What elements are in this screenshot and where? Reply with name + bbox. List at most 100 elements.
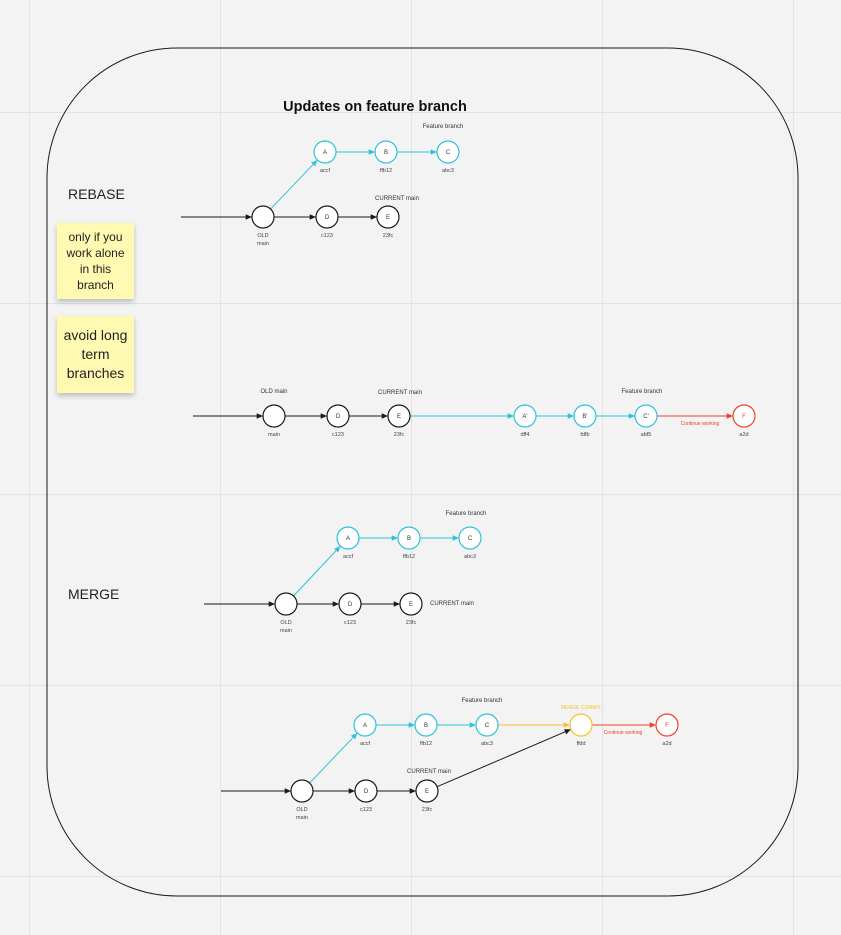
merge-before-commit-label: A xyxy=(346,536,350,542)
rebase-before-commit-node[interactable] xyxy=(251,205,275,229)
rebase-after-current-main-label: CURRENT main xyxy=(378,390,422,396)
rebase-before-commit-label: C xyxy=(446,150,451,156)
rebase-after-commit-label: D xyxy=(336,414,341,420)
merge-before-commit-label: C xyxy=(468,536,473,542)
merge-after-commit-hash: c123 xyxy=(360,807,372,813)
rebase-before-commit-hash: 23fc xyxy=(383,233,394,239)
rebase-before-commit-label: D xyxy=(325,215,330,221)
merge-after-commit-label: C xyxy=(485,723,490,729)
merge-after-commit-node[interactable] xyxy=(569,713,593,737)
rebase-before-commit-node[interactable] xyxy=(313,140,337,164)
rebase-before-feature-branch-label: Feature branch xyxy=(423,124,464,130)
merge-after-commit-hash: 23fc xyxy=(422,807,433,813)
rebase-after-old-main-label: OLD main xyxy=(260,389,287,395)
merge-before-commit-node[interactable] xyxy=(336,526,360,550)
rebase-after-commit-hash: a2d xyxy=(739,432,748,438)
sticky-note-work-alone-text: only if you work alone in this branch xyxy=(66,230,125,292)
rebase-after-commit-node[interactable] xyxy=(326,404,350,428)
merge-before-commit-node[interactable] xyxy=(274,592,298,616)
rebase-after-commit-label: E xyxy=(397,414,401,420)
rebase-after-commit-node[interactable] xyxy=(573,404,597,428)
rebase-before-commit-hash: c123 xyxy=(321,233,333,239)
rebase-after-commit-node[interactable] xyxy=(387,404,411,428)
merge-before-commit-hash: ffb12 xyxy=(403,554,415,560)
merge-after-edge-old-A xyxy=(309,732,358,784)
merge-before-commit-hash: c123 xyxy=(344,620,356,626)
rebase-before-commit-node[interactable] xyxy=(315,205,339,229)
rebase-after-commit-hash: fdfb xyxy=(580,432,589,438)
merge-before-commit-node[interactable] xyxy=(397,526,421,550)
rebase-before-commit-node[interactable] xyxy=(376,205,400,229)
merge-after-commit-hash: ffb12 xyxy=(420,741,432,747)
merge-after-commit-node[interactable] xyxy=(290,779,314,803)
merge-before-commit-hash: 23fc xyxy=(406,620,417,626)
merge-after-commit-hash: abc3 xyxy=(481,741,493,747)
merge-before-commit-hash: accf xyxy=(343,554,354,560)
merge-before-commit-hash: main xyxy=(280,628,292,634)
merge-after-commit-label: B xyxy=(424,723,428,729)
rebase-after-commit-node[interactable] xyxy=(634,404,658,428)
rebase-after-commit-label: C' xyxy=(643,414,648,420)
merge-after-graph: OLDmainAaccfBffb12Cabc3Dc123E23fcffddFa2… xyxy=(221,713,679,821)
rebase-before-edge-old-A xyxy=(270,159,318,210)
merge-after-continue-working-label: Continue working xyxy=(604,730,643,736)
merge-before-commit-node[interactable] xyxy=(458,526,482,550)
merge-before-commit-node[interactable] xyxy=(399,592,423,616)
merge-after-commit-label: D xyxy=(364,789,369,795)
rebase-after-feature-branch-label: Feature branch xyxy=(622,389,663,395)
rebase-before-commit-node[interactable] xyxy=(436,140,460,164)
merge-after-commit-label: E xyxy=(425,789,429,795)
rebase-before-commit-hash: ffb12 xyxy=(380,168,392,174)
rebase-before-commit-label: B xyxy=(384,150,388,156)
merge-before-commit-hash: abc3 xyxy=(464,554,476,560)
merge-before-commit-label: B xyxy=(407,536,411,542)
sticky-note-long-term-branches[interactable]: avoid long term branches xyxy=(57,316,134,393)
sticky-note-long-term-branches-text: avoid long term branches xyxy=(63,327,128,381)
merge-after-commit-node[interactable] xyxy=(415,779,439,803)
rebase-after-commit-hash: abf5 xyxy=(641,432,652,438)
rebase-after-commit-node[interactable] xyxy=(513,404,537,428)
rebase-before-commit-label: E xyxy=(386,215,390,221)
rebase-before-current-main-label: CURRENT main xyxy=(375,196,419,202)
sticky-note-work-alone[interactable]: only if you work alone in this branch xyxy=(57,223,134,299)
rebase-after-commit-hash: c123 xyxy=(332,432,344,438)
rebase-after-commit-label: F xyxy=(742,414,746,420)
merge-after-commit-node[interactable] xyxy=(655,713,679,737)
merge-before-feature-branch-label: Feature branch xyxy=(446,511,487,517)
rebase-after-commit-label: B' xyxy=(582,414,587,420)
merge-after-commit-node[interactable] xyxy=(354,779,378,803)
merge-after-commit-hash: a2d xyxy=(662,741,671,747)
rebase-after-commit-node[interactable] xyxy=(732,404,756,428)
rebase-before-commit-hash: OLD xyxy=(257,233,268,239)
rebase-before-commit-hash: abc3 xyxy=(442,168,454,174)
commit-graphs: OLDmainAaccfBffb12Cabc3Dc123E23fcmainDc1… xyxy=(181,140,756,821)
section-label-merge: MERGE xyxy=(68,586,119,602)
merge-before-edge-old-A xyxy=(293,545,341,597)
merge-after-merge-commit-label: MERGE COMMIT xyxy=(561,705,601,711)
merge-before-current-main-label: CURRENT main xyxy=(430,601,474,607)
section-label-rebase: REBASE xyxy=(68,186,125,202)
rebase-after-commit-node[interactable] xyxy=(262,404,286,428)
rebase-after-continue-working-label: Continue working xyxy=(681,421,720,427)
merge-after-commit-node[interactable] xyxy=(414,713,438,737)
merge-after-feature-branch-label: Feature branch xyxy=(462,698,503,704)
rebase-before-commit-label: A xyxy=(323,150,327,156)
rebase-after-commit-hash: dff4 xyxy=(520,432,529,438)
merge-after-commit-node[interactable] xyxy=(475,713,499,737)
page-title: Updates on feature branch xyxy=(283,99,467,115)
merge-after-commit-hash: ffdd xyxy=(576,741,585,747)
merge-after-commit-label: F xyxy=(665,723,669,729)
merge-after-commit-hash: OLD xyxy=(296,807,307,813)
outer-frame xyxy=(46,47,799,897)
rebase-before-commit-node[interactable] xyxy=(374,140,398,164)
merge-before-commit-label: D xyxy=(348,602,353,608)
merge-before-commit-label: E xyxy=(409,602,413,608)
merge-after-edge-E-M xyxy=(436,728,572,788)
merge-after-commit-node[interactable] xyxy=(353,713,377,737)
rebase-before-commit-hash: accf xyxy=(320,168,331,174)
merge-after-commit-hash: main xyxy=(296,815,308,821)
merge-before-commit-node[interactable] xyxy=(338,592,362,616)
